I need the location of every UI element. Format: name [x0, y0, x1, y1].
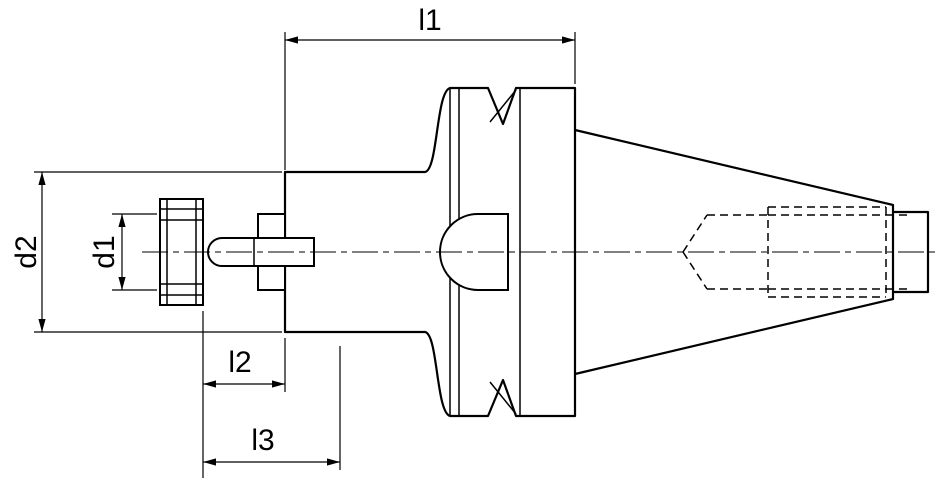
end-cylinder — [891, 210, 930, 294]
dimension-d1: d1 — [88, 213, 157, 291]
threaded-bore-hidden-lines — [682, 206, 912, 298]
d2-arrow-bottom — [38, 319, 46, 332]
l2-arrow-left — [203, 380, 216, 388]
d2-arrow-top — [38, 172, 46, 185]
d2-label: d2 — [10, 235, 43, 268]
l3-arrow-right — [327, 458, 340, 466]
d1-label: d1 — [88, 235, 121, 268]
dimensions: l1 l2 l3 — [10, 4, 576, 478]
dimension-l3: l3 — [203, 346, 341, 470]
bore-end — [886, 214, 912, 290]
l2-label: l2 — [228, 346, 251, 379]
d1-arrow-bottom — [118, 277, 126, 290]
flange-drive-slot — [439, 213, 509, 291]
dimension-d2: d2 — [10, 171, 282, 333]
groove-flank-bottom — [489, 381, 517, 415]
l2-arrow-right — [272, 380, 285, 388]
collar-knurl-lines — [160, 199, 203, 305]
bore-pilot — [707, 207, 769, 297]
l1-arrow-left — [285, 36, 298, 44]
bore-thread — [768, 206, 887, 298]
l3-label: l3 — [251, 424, 274, 457]
groove-flank-top — [489, 89, 517, 123]
body-and-flange-outline — [283, 86, 577, 418]
taper-shank — [573, 128, 895, 376]
dimension-l1: l1 — [284, 4, 576, 170]
l3-arrow-left — [203, 458, 216, 466]
l1-label: l1 — [418, 4, 441, 37]
l1-arrow-right — [562, 36, 575, 44]
d1-arrow-top — [118, 214, 126, 227]
bore-chevron — [682, 214, 708, 290]
dimension-l2: l2 — [202, 311, 286, 478]
